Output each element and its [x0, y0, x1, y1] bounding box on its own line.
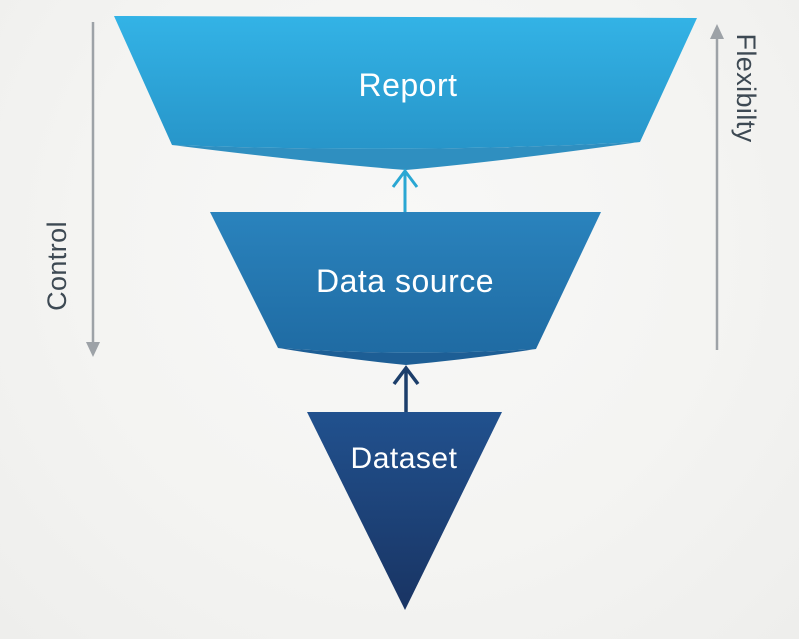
arrow-dataset-to-datasource — [392, 365, 420, 413]
arrow-dataset-to-datasource-head-up-icon — [392, 365, 420, 386]
funnel-layer-report: Report — [114, 16, 697, 170]
control-arrow — [86, 22, 100, 357]
datasource-shape — [210, 212, 601, 353]
dataset-label: Dataset — [351, 442, 458, 475]
report-label: Report — [358, 67, 457, 103]
flexibility-arrow — [710, 24, 724, 350]
dataset-shape — [307, 412, 502, 610]
control-axis: Control — [42, 22, 100, 357]
report-shape — [114, 16, 697, 149]
arrow-datasource-to-report-head-up-icon — [391, 168, 419, 188]
funnel-layer-datasource: Data source — [210, 212, 601, 365]
datasource-label: Data source — [316, 263, 494, 299]
flexibility-axis: Flexibilty — [710, 24, 761, 350]
arrow-datasource-to-report — [391, 168, 419, 212]
funnel-layer-dataset: Dataset — [307, 412, 502, 610]
flexibility-axis-label: Flexibilty — [731, 33, 761, 142]
report-fold — [172, 142, 640, 170]
control-arrowhead-down-icon — [86, 342, 100, 357]
control-axis-label: Control — [42, 221, 72, 311]
datasource-fold — [278, 348, 536, 365]
flexibility-arrowhead-up-icon — [710, 24, 724, 39]
